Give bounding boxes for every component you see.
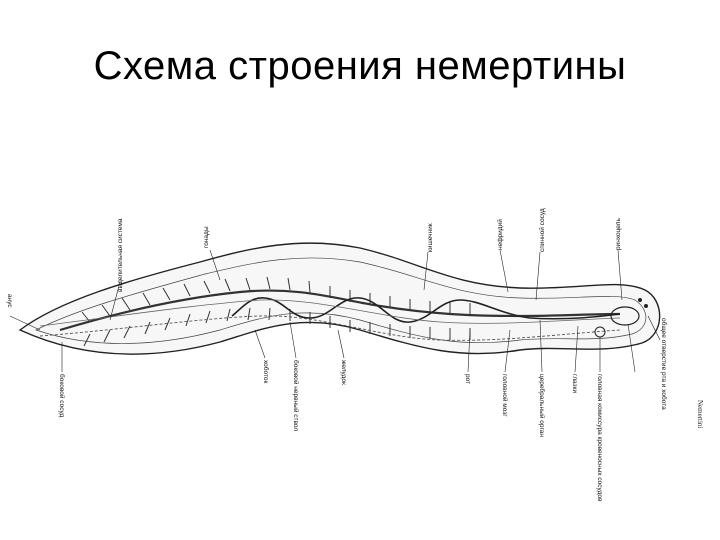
label-rhynchocoel: ринхоцель xyxy=(615,218,622,250)
label-brain: головной мозг xyxy=(501,374,509,417)
ocellus xyxy=(638,298,642,302)
label-excretory: выделительная система xyxy=(117,218,124,292)
label-stomach: желудок xyxy=(340,360,347,385)
label-proboscis: хоботок xyxy=(262,360,270,384)
label-common-opening: общее отверстие рта и хобота xyxy=(660,318,668,410)
label-gonads: гонады xyxy=(203,226,210,248)
label-lateral-vessel: боковой сосуд xyxy=(58,374,66,418)
label-intestine: кишечник xyxy=(427,223,434,252)
label-anus: анус xyxy=(6,294,13,308)
label-dorsal-vessel: спинной сосуд xyxy=(538,208,546,252)
ocellus xyxy=(644,304,648,308)
label-mouth: рот xyxy=(464,374,471,384)
diagram-caption: Nemertini xyxy=(696,400,704,428)
label-head-commissure: головная комиссура кровеносных сосудов xyxy=(596,374,603,502)
label-nerve-cord: боковой нервный ствол xyxy=(292,360,300,431)
label-cerebral-organ: церебральный орган xyxy=(538,374,546,437)
label-ocelli: глазки xyxy=(571,374,578,393)
label-nephridium: нефридий xyxy=(496,219,504,250)
